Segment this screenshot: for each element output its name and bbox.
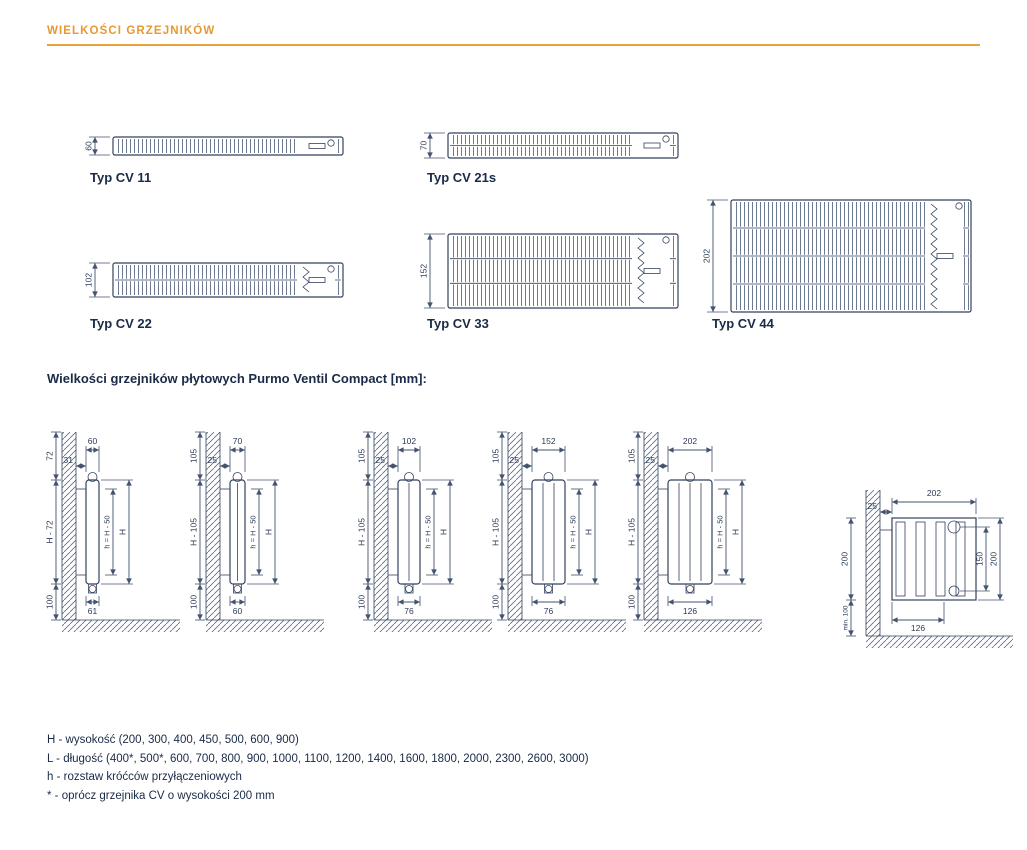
dim-label: 200 [989,552,999,566]
legend-line-length: L - długość (400*, 500*, 600, 700, 800, … [47,752,589,765]
dim-label: 126 [683,606,697,616]
dim-label: 105 [491,449,501,463]
side-view-svg: 102 25 105 H - 105 100 h = H - 50 H 76 [357,431,492,632]
type-label-cv44: Typ CV 44 [712,316,774,331]
cv33-cross-section-drawing: 152 [419,224,688,318]
dim-label: 60 [84,141,94,151]
side-view-svg: 60 31 72 H - 72 100 h = H - 50 H 61 [45,431,180,632]
dim-label: H [731,529,741,535]
legend-line-connections: h - rozstaw króćców przyłączeniowych [47,771,242,783]
dim-label: 60 [88,436,98,446]
dim-label: H [264,529,274,535]
legend-line-note: * - oprócz grzejnika CV o wysokości 200 … [47,789,275,802]
dim-label: 152 [419,264,429,278]
dim-label: 25 [510,455,520,465]
dim-label: 76 [544,606,554,616]
dim-label: 200 [840,552,850,566]
dim-label: h = H - 50 [569,515,578,548]
dim-label: H [118,529,128,535]
dim-label: 60 [233,606,243,616]
dim-label: 25 [376,455,386,465]
cv21s-cross-section-drawing: 70 [419,123,688,168]
side-view-svg: 152 25 105 H - 105 100 h = H - 50 H 76 [491,431,626,632]
dim-label: 102 [402,436,416,446]
cross-section-svg: 70 [419,132,679,159]
dim-label: 105 [357,449,367,463]
legend-line-height: H - wysokość (200, 300, 400, 450, 500, 6… [47,734,299,746]
dim-label: 70 [419,141,429,151]
dim-label: 100 [357,595,367,609]
type-label-cv11: Typ CV 11 [90,170,152,185]
side-view-cv44: 202 25 105 H - 105 100 h = H - 50 H 126 [627,420,778,660]
dim-label: 76 [404,606,414,616]
type-label-cv22: Typ CV 22 [90,316,152,331]
dim-label: 31 [64,455,74,465]
dim-label: 61 [88,606,98,616]
side-view-svg: 202 25 105 H - 105 100 h = H - 50 H 126 [627,431,762,632]
dim-label: H - 105 [357,518,367,546]
section-heading: Wielkości grzejników płytowych Purmo Ven… [47,371,427,386]
detail-svg: 202 25 200 min. 100 150 200 126 [840,488,1013,648]
dim-label: 100 [627,595,637,609]
dim-label: 25 [646,455,656,465]
dim-label: 202 [927,488,941,498]
dim-label: H [584,529,594,535]
dim-label: 202 [702,249,712,263]
dim-label: 202 [683,436,697,446]
cv22-cross-section-drawing: 102 [84,253,353,307]
dim-label: 102 [84,273,94,287]
type-label-cv21s: Typ CV 21s [427,170,497,185]
dim-label: H [439,529,449,535]
dim-label: H - 72 [45,520,55,543]
type-label-cv33: Typ CV 33 [427,316,489,331]
side-view-svg: 70 25 105 H - 105 100 h = H - 50 H 60 [189,431,324,632]
dim-label: H - 105 [491,518,501,546]
side-view-cv11: 60 31 72 H - 72 100 h = H - 50 H 61 [45,420,196,660]
cross-section-svg: 152 [419,233,679,309]
cv44-cross-section-drawing: 202 [702,190,981,322]
legend: H - wysokość (200, 300, 400, 450, 500, 6… [47,731,589,805]
cross-section-svg: 60 [84,136,344,156]
dim-label: 152 [541,436,555,446]
dim-label: 100 [491,595,501,609]
dim-label: 70 [233,436,243,446]
side-view-cv33: 152 25 105 H - 105 100 h = H - 50 H 76 [491,420,642,660]
dim-label: 150 [975,552,985,566]
dim-label: 105 [189,449,199,463]
page-title: WIELKOŚCI GRZEJNIKÓW [47,25,216,37]
dim-label: 25 [208,455,218,465]
dim-label: h = H - 50 [103,515,112,548]
dim-label: 25 [868,501,878,511]
dim-label: 105 [627,449,637,463]
dim-label: H - 105 [627,518,637,546]
dim-label: 72 [45,451,55,461]
cv11-cross-section-drawing: 60 [84,127,353,165]
dim-label: 126 [911,623,925,633]
title-divider [47,44,980,46]
dim-label: 100 [189,595,199,609]
dim-label: h = H - 50 [716,515,725,548]
dim-label: H - 105 [189,518,199,546]
dim-label: min. 100 [843,605,850,630]
dim-label: h = H - 50 [249,515,258,548]
installation-detail-drawing: 202 25 200 min. 100 150 200 126 [838,478,1027,663]
cross-section-svg: 102 [84,262,344,298]
cross-section-svg: 202 [702,199,972,313]
dim-label: h = H - 50 [424,515,433,548]
side-view-cv22: 102 25 105 H - 105 100 h = H - 50 H 76 [357,420,508,660]
side-view-cv21s: 70 25 105 H - 105 100 h = H - 50 H 60 [189,420,340,660]
dim-label: 100 [45,595,55,609]
